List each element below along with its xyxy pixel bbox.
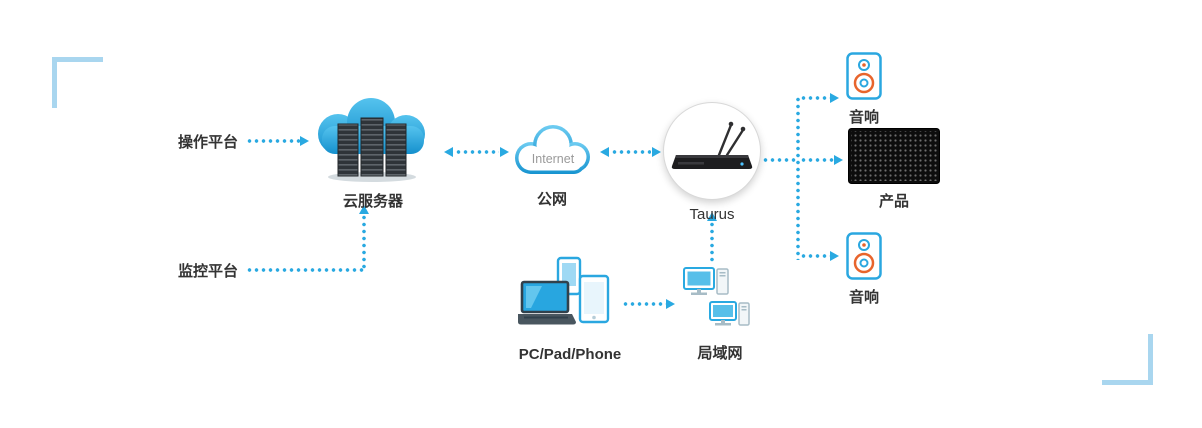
- product-label: 产品: [878, 193, 909, 210]
- arrow-branch-to-speaker-top: [800, 96, 830, 100]
- arrowhead-to-speaker-bottom: [830, 251, 839, 261]
- arrow-branch-to-product: [800, 158, 834, 162]
- arrowhead-internet-to-cloudserver: [444, 147, 453, 157]
- arrow-taurus-branch-vertical: [796, 96, 800, 260]
- arrowhead-devices-to-lan: [666, 299, 675, 309]
- arrow-devices-to-lan: [622, 302, 666, 306]
- arrow-operation-to-cloudserver: [246, 139, 300, 143]
- pc-pad-phone-label: PC/Pad/Phone: [518, 346, 622, 363]
- arrow-cloudserver-internet: [455, 150, 499, 154]
- pc-pad-phone-node: PC/Pad/Phone: [500, 256, 640, 363]
- cloud-server-icon: [318, 98, 425, 182]
- arrow-taurus-branch-trunk: [762, 158, 798, 162]
- led-display-icon: [848, 128, 940, 184]
- cloud-server-node: 云服务器: [310, 96, 436, 211]
- devices-icon: [518, 256, 610, 325]
- speaker-icon: [846, 52, 882, 100]
- arrowhead-operation-to-cloudserver: [300, 136, 309, 146]
- arrow-branch-to-speaker-bottom: [800, 254, 830, 258]
- public-network-label: 公网: [536, 191, 567, 208]
- arrow-lan-to-taurus: [710, 221, 714, 264]
- arrowhead-lan-to-taurus: [707, 212, 717, 221]
- corner-bracket-bottom-right-icon: [1102, 334, 1153, 385]
- lan-node: 局域网: [680, 264, 760, 363]
- arrowhead-cloudserver-to-internet: [500, 147, 509, 157]
- product-node: 产品: [848, 128, 940, 211]
- operation-platform-label: 操作平台: [178, 134, 239, 151]
- arrow-internet-taurus: [611, 150, 651, 154]
- arrowhead-to-product: [834, 155, 843, 165]
- arrow-monitoring-horizontal: [246, 268, 364, 272]
- cloud-server-label: 云服务器: [342, 193, 403, 210]
- monitoring-platform-label: 监控平台: [178, 263, 239, 280]
- speaker-top-label: 音响: [848, 109, 879, 126]
- lan-computers-icon: [683, 267, 750, 326]
- taurus-label: Taurus: [689, 206, 735, 223]
- taurus-node: Taurus: [663, 102, 761, 223]
- arrow-monitoring-vertical: [362, 214, 366, 270]
- arrowhead-to-speaker-top: [830, 93, 839, 103]
- speaker-icon: [846, 232, 882, 280]
- lan-label: 局域网: [697, 345, 743, 362]
- arrowhead-taurus-to-internet: [600, 147, 609, 157]
- speaker-bottom-node: 音响: [845, 232, 883, 307]
- taurus-device-icon: [671, 121, 753, 169]
- taurus-circle: [663, 102, 761, 200]
- arrowhead-internet-to-taurus: [652, 147, 661, 157]
- corner-bracket-top-left-icon: [52, 57, 103, 108]
- speaker-top-node: 音响: [845, 52, 883, 127]
- public-network-node: Internet 公网: [508, 118, 596, 209]
- internet-cloud-text: Internet: [532, 152, 575, 166]
- internet-cloud-icon: Internet: [515, 125, 590, 174]
- speaker-bottom-label: 音响: [848, 289, 879, 306]
- arrowhead-monitoring-to-cloudserver: [359, 205, 369, 214]
